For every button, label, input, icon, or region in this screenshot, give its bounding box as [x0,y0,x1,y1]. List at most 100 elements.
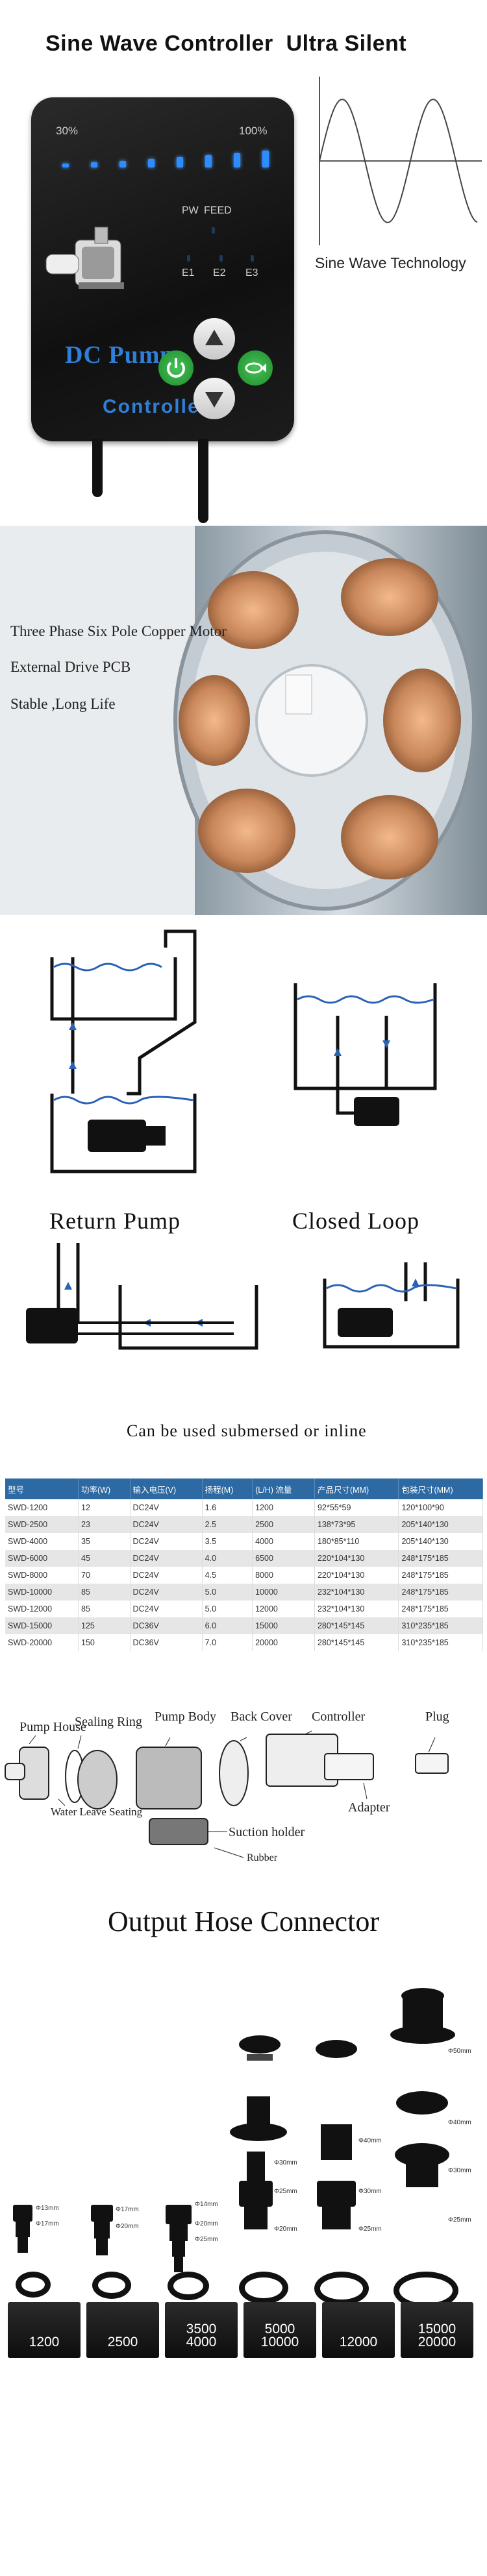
exploded-view-illustration [5,1730,449,1858]
table-cell: SWD-2500 [5,1516,79,1533]
table-cell: 4.5 [202,1567,253,1584]
table-cell: SWD-10000 [5,1584,79,1601]
pump-icon [45,227,124,289]
triangle-down-icon [205,392,223,408]
model-label-box: 12000 [322,2302,395,2358]
table-cell: 4000 [252,1533,315,1550]
feed-label: FEED [204,205,232,216]
e2-label: E2 [213,267,226,278]
table-cell: 205*140*130 [398,1533,483,1550]
plug-label: Plug [425,1710,449,1724]
table-cell: 280*145*145 [314,1634,399,1651]
dim-label: Φ50mm [448,2048,471,2055]
table-cell: 220*104*130 [314,1550,399,1567]
model-label-box: 2500 [86,2302,159,2358]
table-cell: 85 [78,1584,131,1601]
pct-min-label: 30% [56,125,79,137]
table-cell: DC24V [130,1499,203,1516]
table-cell: 138*73*95 [314,1516,399,1533]
controller-device: 30% 100% PW FEED E1 E2 E3 DC Pump Contro… [31,97,294,441]
level-led-4 [148,159,155,167]
controller-section: Sine Wave Controller Ultra Silent 30% 10… [0,0,487,523]
model-label: 1200 [29,2335,60,2349]
adapter-label: Adapter [348,1800,390,1815]
dim-label: Φ14mm [195,2201,218,2208]
table-cell: 180*85*110 [314,1533,399,1550]
rubber-label: Rubber [247,1852,278,1863]
parts-section: Pump House Sealing Ring Pump Body Back C… [0,1708,487,1896]
table-cell: 6500 [252,1550,315,1567]
dim-label: Φ30mm [448,2167,471,2174]
table-cell: 150 [78,1634,131,1651]
submersed-caption: Can be used submersed or inline [127,1421,367,1440]
table-cell: DC24V [130,1550,203,1567]
model-label: 12000 [339,2335,378,2349]
table-cell: 35 [78,1533,131,1550]
level-led-6 [205,155,212,167]
table-cell: 12 [78,1499,131,1516]
installation-diagrams: Return Pump Closed Loop Can be used subm… [0,918,487,1457]
o-ring [168,2272,209,2300]
dim-label: Φ20mm [195,2220,218,2227]
table-cell: 85 [78,1601,131,1617]
up-button[interactable] [194,318,235,360]
water-leave-seating-label: Water Leave Seating [51,1806,143,1818]
level-led-8 [262,151,269,167]
table-cell: 70 [78,1567,131,1584]
dim-label: Φ13mm [36,2205,59,2212]
table-cell: 12000 [252,1601,315,1617]
down-button[interactable] [194,378,235,419]
triangle-up-icon [205,330,223,345]
table-cell: 23 [78,1516,131,1533]
table-cell: 125 [78,1617,131,1634]
power-button[interactable] [158,350,194,386]
table-cell: 248*175*185 [398,1584,483,1601]
model-label: 15000 20000 [418,2322,456,2349]
dim-label: Φ40mm [358,2137,382,2144]
o-ring [16,2272,51,2298]
motor-feature-1: Three Phase Six Pole Copper Motor [10,623,227,639]
col-header: 扬程(M) [202,1478,253,1499]
table-cell: 8000 [252,1567,315,1584]
dim-label: Φ30mm [274,2159,297,2166]
dim-label: Φ17mm [116,2206,139,2213]
sealing-ring-label: Sealing Ring [75,1715,142,1729]
pw-label: PW [182,205,199,216]
controller-title: Sine Wave Controller Ultra Silent [45,31,407,56]
col-header: (L/H) 流量 [252,1478,315,1499]
feed-button[interactable] [238,350,273,386]
level-led-2 [91,162,97,167]
table-cell: SWD-4000 [5,1533,79,1550]
model-label-box: 1200 [8,2302,81,2358]
col-header: 包装尺寸(MM) [398,1478,483,1499]
dim-label: Φ40mm [448,2119,471,2126]
pump-body-label: Pump Body [155,1710,217,1724]
table-cell: DC24V [130,1533,203,1550]
table-cell: 7.0 [202,1634,253,1651]
table-cell: 232*104*130 [314,1584,399,1601]
table-cell: 5.0 [202,1601,253,1617]
dim-label: Φ20mm [116,2223,139,2230]
pump-house-label: Pump House [19,1720,86,1734]
table-cell: 120*100*90 [398,1499,483,1516]
e1-indicator [187,255,190,262]
table-cell: SWD-15000 [5,1617,79,1634]
sine-wave-graph [319,77,482,245]
level-led-1 [62,164,69,167]
col-header: 型号 [5,1478,79,1499]
table-cell: DC36V [130,1634,203,1651]
table-header-row: 型号 功率(W) 输入电压(V) 扬程(M) (L/H) 流量 产品尺寸(MM)… [5,1478,483,1499]
level-led-7 [234,153,240,167]
table-cell: DC24V [130,1584,203,1601]
model-label-box: 3500 4000 [165,2302,238,2358]
cable-right [198,439,208,523]
connector-illustration [13,1988,455,2272]
feed-indicator [212,227,215,234]
table-cell: 310*235*185 [398,1617,483,1634]
col-header: 输入电压(V) [130,1478,203,1499]
